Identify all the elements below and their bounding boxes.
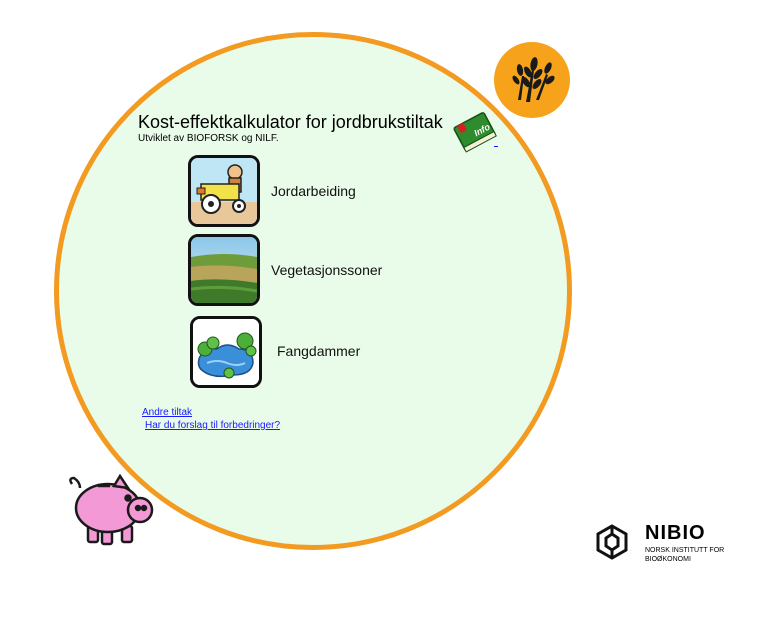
nibio-logo-name: NIBIO	[645, 522, 706, 544]
wheat-icon	[492, 40, 572, 120]
pond-icon	[193, 319, 259, 385]
piggy-bank-icon	[66, 473, 158, 550]
jordarbeiding-button[interactable]	[188, 155, 260, 227]
info-book-icon[interactable]: Info	[452, 110, 500, 154]
fangdammer-label[interactable]: Fangdammer	[277, 343, 361, 359]
fangdammer-button[interactable]	[190, 316, 262, 388]
page-subtitle: Utviklet av BIOFORSK og NILF.	[138, 133, 279, 144]
jordarbeiding-label[interactable]: Jordarbeiding	[271, 183, 356, 199]
suggestions-link[interactable]: Har du forslag til forbedringer?	[145, 420, 281, 431]
nibio-logo-icon	[592, 522, 632, 562]
vegetasjonssoner-button[interactable]	[188, 234, 260, 306]
field-icon	[191, 237, 257, 303]
info-link[interactable]	[494, 146, 498, 147]
vegetasjonssoner-label[interactable]: Vegetasjonssoner	[271, 262, 383, 278]
page-title: Kost-effektkalkulator for jordbrukstilta…	[138, 112, 443, 132]
tractor-icon	[191, 158, 257, 224]
nibio-logo-subtitle: NORSK INSTITUTT FOR BIOØKONOMI	[645, 547, 725, 563]
other-measures-link[interactable]: Andre tiltak	[142, 407, 193, 418]
